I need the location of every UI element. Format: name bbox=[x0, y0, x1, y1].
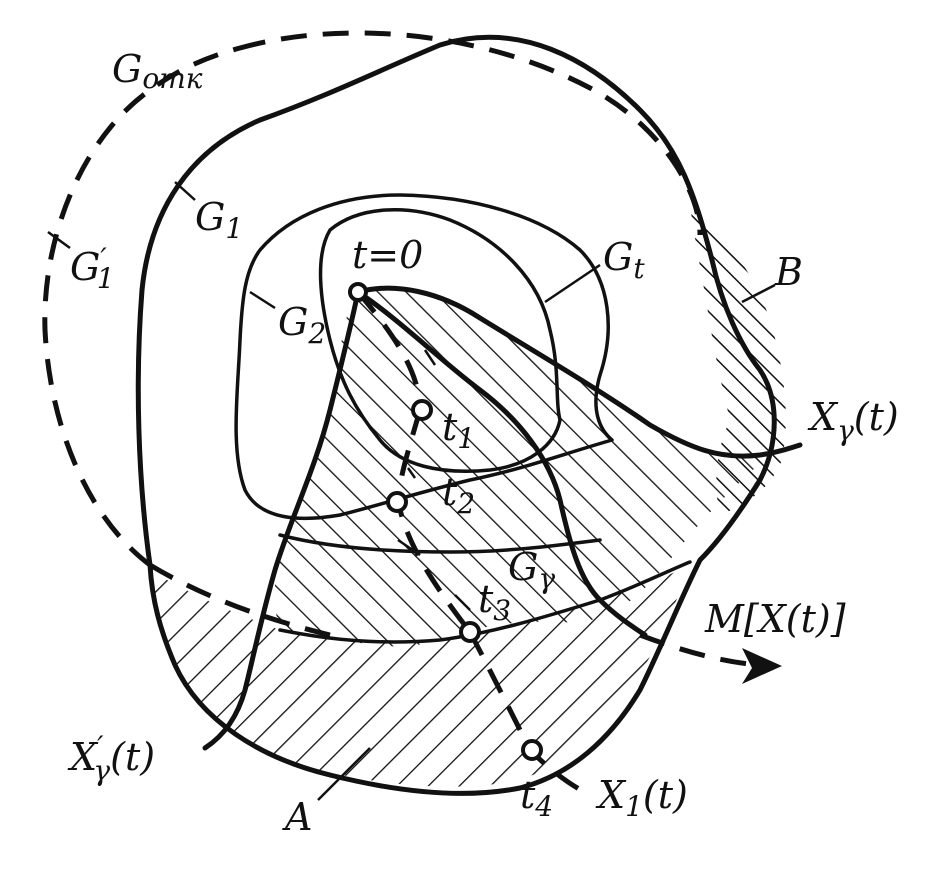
g2-boundary bbox=[234, 193, 614, 521]
m-arrowhead bbox=[742, 648, 782, 684]
label-x-gamma-prime: X′γ(t) bbox=[67, 730, 155, 787]
leader-gt bbox=[544, 263, 601, 304]
point-t0 bbox=[348, 282, 368, 302]
label-a: A bbox=[282, 795, 312, 839]
point-t1 bbox=[411, 399, 433, 421]
label-g-otk: Gотк bbox=[112, 47, 203, 95]
g-gamma-boundary bbox=[278, 533, 602, 554]
x-gamma-prime-trajectory bbox=[202, 289, 361, 751]
g-otk-boundary bbox=[42, 30, 703, 638]
point-t2 bbox=[386, 491, 408, 513]
label-gt: Gt bbox=[603, 235, 645, 285]
label-t3: t3 bbox=[478, 577, 511, 627]
label-t0: t=0 bbox=[352, 233, 423, 277]
label-x-gamma: Xγ(t) bbox=[807, 395, 899, 447]
tick-mark bbox=[406, 467, 417, 479]
label-m: M[X(t)] bbox=[704, 597, 846, 641]
label-g1: G1 bbox=[195, 195, 243, 245]
point-t4 bbox=[521, 739, 543, 761]
region-b-hatch bbox=[690, 205, 786, 515]
label-x1: X1(t) bbox=[595, 773, 688, 823]
a-upper-boundary bbox=[278, 560, 692, 644]
tick-mark bbox=[454, 594, 471, 611]
leader-a bbox=[317, 747, 371, 801]
leader-g1 bbox=[174, 181, 196, 201]
x-gamma-trajectory bbox=[355, 285, 803, 459]
label-t1: t1 bbox=[442, 405, 475, 455]
label-t2: t2 bbox=[442, 470, 475, 520]
point-t3 bbox=[459, 621, 481, 643]
label-g2: G2 bbox=[278, 300, 326, 350]
gt-boundary bbox=[318, 208, 562, 473]
label-t4: t4 bbox=[520, 773, 553, 823]
label-g-gamma: Gγ bbox=[508, 545, 555, 595]
label-g1-prime: G′1 bbox=[70, 242, 115, 295]
tick-mark bbox=[423, 349, 437, 366]
leader-g1-prime bbox=[47, 230, 71, 250]
central-trajectory bbox=[355, 289, 648, 638]
leader-b bbox=[741, 283, 776, 304]
tick-mark bbox=[397, 538, 421, 557]
leader-g2 bbox=[249, 290, 276, 310]
m-trajectory bbox=[639, 632, 761, 668]
label-b: B bbox=[774, 250, 803, 294]
region-a-hatch bbox=[150, 565, 690, 787]
g1-boundary bbox=[135, 34, 777, 796]
